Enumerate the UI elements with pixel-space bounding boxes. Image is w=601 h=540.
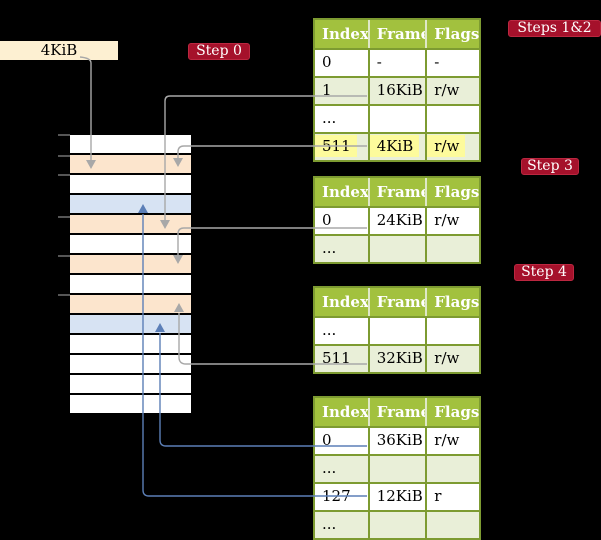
column-header-frame: Frame: [367, 20, 425, 48]
label-step-0: Step 0: [188, 43, 250, 60]
table-cell: 511: [315, 134, 368, 160]
table-cell: 16KiB: [367, 78, 426, 104]
table-cell: 4KiB: [367, 134, 426, 160]
memory-row-white: [70, 235, 191, 255]
column-header-flags: Flags: [425, 20, 479, 48]
highlighted-value: 511: [315, 135, 357, 157]
table-row: ...: [315, 510, 479, 538]
table-cell: ...: [322, 459, 337, 477]
memory-row-white: [70, 395, 191, 415]
table-cell: [425, 318, 479, 344]
memory-row-peach: [70, 215, 191, 235]
table-cell: ...: [322, 239, 337, 257]
memory-row-white: [70, 335, 191, 355]
column-header-index: Index: [322, 293, 368, 311]
table-cell: 24KiB: [367, 208, 426, 234]
memory-column: [70, 135, 191, 415]
column-header-index: Index: [322, 403, 368, 421]
memory-row-white: [70, 275, 191, 295]
table-cell: 0: [322, 211, 332, 229]
table-cell: 0: [322, 53, 332, 71]
memory-row-white: [70, 355, 191, 375]
table-row: ...: [315, 316, 479, 344]
table-cell: 0: [322, 431, 332, 449]
memory-row-peach: [70, 295, 191, 315]
label-step-3: Step 3: [521, 158, 579, 175]
table-cell: [425, 236, 479, 262]
table-cell: [367, 106, 426, 132]
table-cell: [367, 512, 426, 538]
column-header-frame: Frame: [367, 398, 425, 426]
table-cell: 32KiB: [367, 346, 426, 372]
table-row: 0 --: [315, 48, 479, 76]
column-header-index: Index: [322, 183, 368, 201]
table-cell: [367, 236, 426, 262]
memory-row-peach: [70, 255, 191, 275]
memory-row-blue: [70, 315, 191, 335]
table-cell: ...: [322, 321, 337, 339]
table-cell: ...: [322, 109, 337, 127]
page-table-walk-diagram: { "colors": { "background": "#000000", "…: [0, 18, 601, 540]
column-header-frame: Frame: [367, 288, 425, 316]
table-cell: 12KiB: [367, 484, 426, 510]
table-cell: r/w: [425, 78, 479, 104]
table-cell: [425, 106, 479, 132]
table-cell: r/w: [425, 346, 479, 372]
page-size-box: 4KiB: [0, 41, 118, 60]
column-header-frame: Frame: [367, 178, 425, 206]
table-cell: r/w: [425, 208, 479, 234]
memory-row-peach: [70, 155, 191, 175]
column-header-index: Index: [322, 25, 368, 43]
table-cell: 127: [322, 487, 351, 505]
table-row: ...: [315, 454, 479, 482]
memory-row-white: [70, 135, 191, 155]
table-cell: [425, 512, 479, 538]
highlighted-value: r/w: [427, 135, 466, 157]
table-cell: -: [367, 50, 426, 76]
column-header-flags: Flags: [425, 288, 479, 316]
table-cell: [367, 456, 426, 482]
table-cell: [425, 456, 479, 482]
memory-row-white: [70, 175, 191, 195]
table-cell: r/w: [425, 428, 479, 454]
column-header-flags: Flags: [425, 398, 479, 426]
table-cell: -: [425, 50, 479, 76]
highlighted-value: 4KiB: [369, 135, 420, 157]
table-cell: 36KiB: [367, 428, 426, 454]
memory-row-white: [70, 375, 191, 395]
memory-scale-ticks: [58, 134, 70, 296]
table-cell: r: [425, 484, 479, 510]
label-steps-1-2: Steps 1&2: [508, 20, 601, 37]
label-step-4: Step 4: [514, 264, 574, 281]
table-cell: [367, 318, 426, 344]
table-cell: ...: [322, 515, 337, 533]
table-row: ...: [315, 234, 479, 262]
column-header-flags: Flags: [425, 178, 479, 206]
memory-row-blue: [70, 195, 191, 215]
table-cell: r/w: [425, 134, 479, 160]
table-row: ...: [315, 104, 479, 132]
table-cell: 511: [322, 349, 351, 367]
table-row: 511 4KiB r/w: [315, 132, 479, 160]
table-cell: 1: [322, 81, 332, 99]
